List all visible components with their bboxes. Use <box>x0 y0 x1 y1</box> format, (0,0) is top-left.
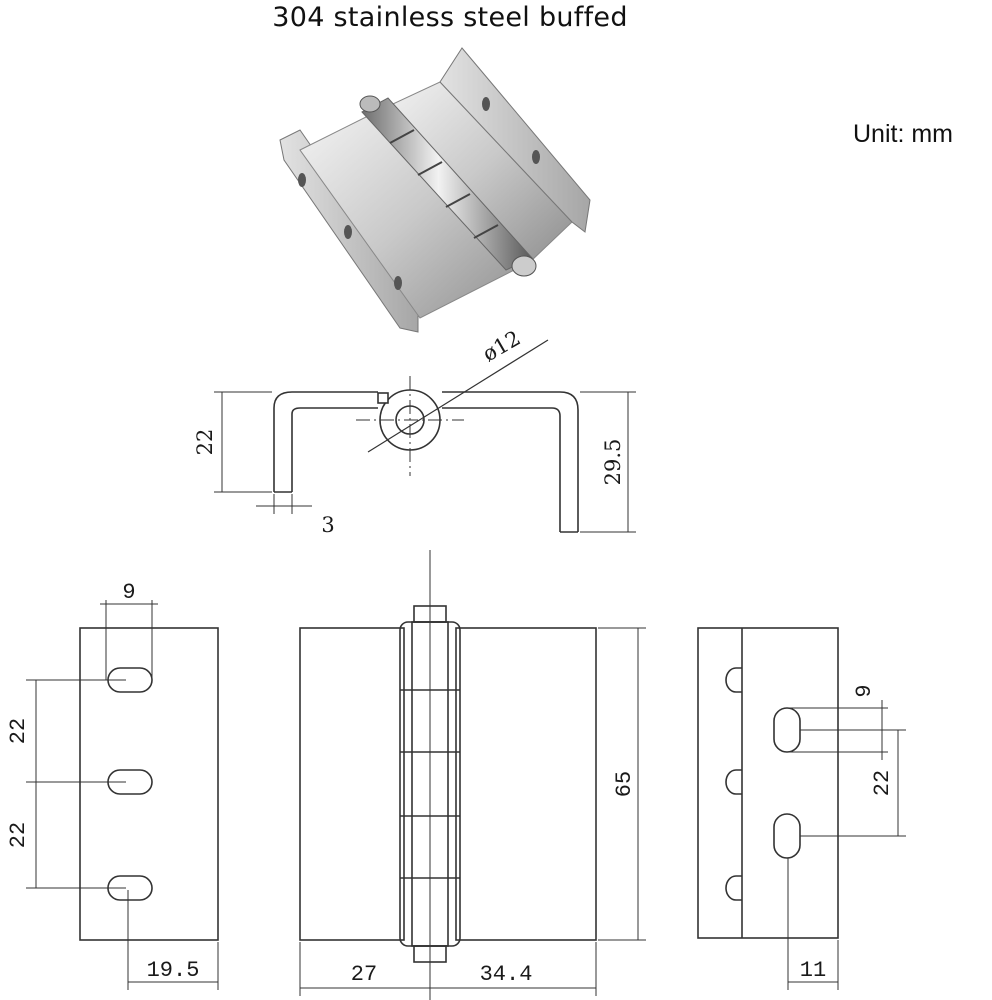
steel-hinge-photo <box>279 47 591 333</box>
dim-label-left-spacing-bottom: 22 <box>6 822 31 848</box>
knuckle-seam <box>473 224 499 239</box>
leaf-outline <box>79 627 219 941</box>
photo-hole <box>394 276 402 290</box>
front-leaf-left <box>299 627 405 941</box>
dim-label-front-length: 65 <box>612 771 637 797</box>
knuckle-seam <box>389 129 415 144</box>
hinge-right-flange <box>439 47 591 233</box>
dim-label-leaf-height: 22 <box>193 429 217 456</box>
slot <box>773 707 801 753</box>
dim-label-left-slot-width: 9 <box>122 580 135 605</box>
dim-label-diameter: ø12 <box>479 326 525 366</box>
front-leaf-right <box>455 627 597 941</box>
profile-outline <box>442 391 579 532</box>
photo-hole <box>532 150 540 164</box>
photo-hole <box>298 173 306 187</box>
right-leaf-view <box>697 627 906 990</box>
dim-label-left-spacing-top: 22 <box>6 718 31 744</box>
dim-label-overall-height: 29.5 <box>601 439 625 486</box>
pin-end <box>511 255 537 277</box>
dim-label-thickness: 3 <box>321 513 334 537</box>
photo-hole <box>344 225 352 239</box>
half-slot <box>725 769 742 795</box>
dim-label-right-spacing: 22 <box>870 770 895 796</box>
half-slot <box>725 667 742 693</box>
slot <box>773 813 801 859</box>
half-slot <box>725 875 742 901</box>
left-leaf-view <box>26 600 219 990</box>
dim-label-front-right-width: 34.4 <box>480 962 533 987</box>
dim-label-right-edge-offset: 11 <box>800 958 826 983</box>
profile-outline <box>273 391 378 492</box>
knuckle-seam <box>445 193 471 208</box>
product-title: 304 stainless steel buffed <box>272 2 628 33</box>
front-view <box>299 550 646 1000</box>
pin-end <box>359 95 381 113</box>
unit-label: Unit: mm <box>853 120 953 148</box>
profile-inner <box>291 407 378 492</box>
profile-inner <box>442 407 561 532</box>
dim-label-left-edge-offset: 19.5 <box>147 958 200 983</box>
dim-label-front-left-width: 27 <box>351 962 377 987</box>
knuckle-seam <box>417 161 443 176</box>
side-view <box>214 339 636 533</box>
knuckle-notch <box>377 392 389 404</box>
dim-label-right-slot-width: 9 <box>852 684 877 697</box>
leaf-outline <box>697 627 839 939</box>
diameter-leader <box>367 339 549 453</box>
photo-hole <box>482 97 490 111</box>
